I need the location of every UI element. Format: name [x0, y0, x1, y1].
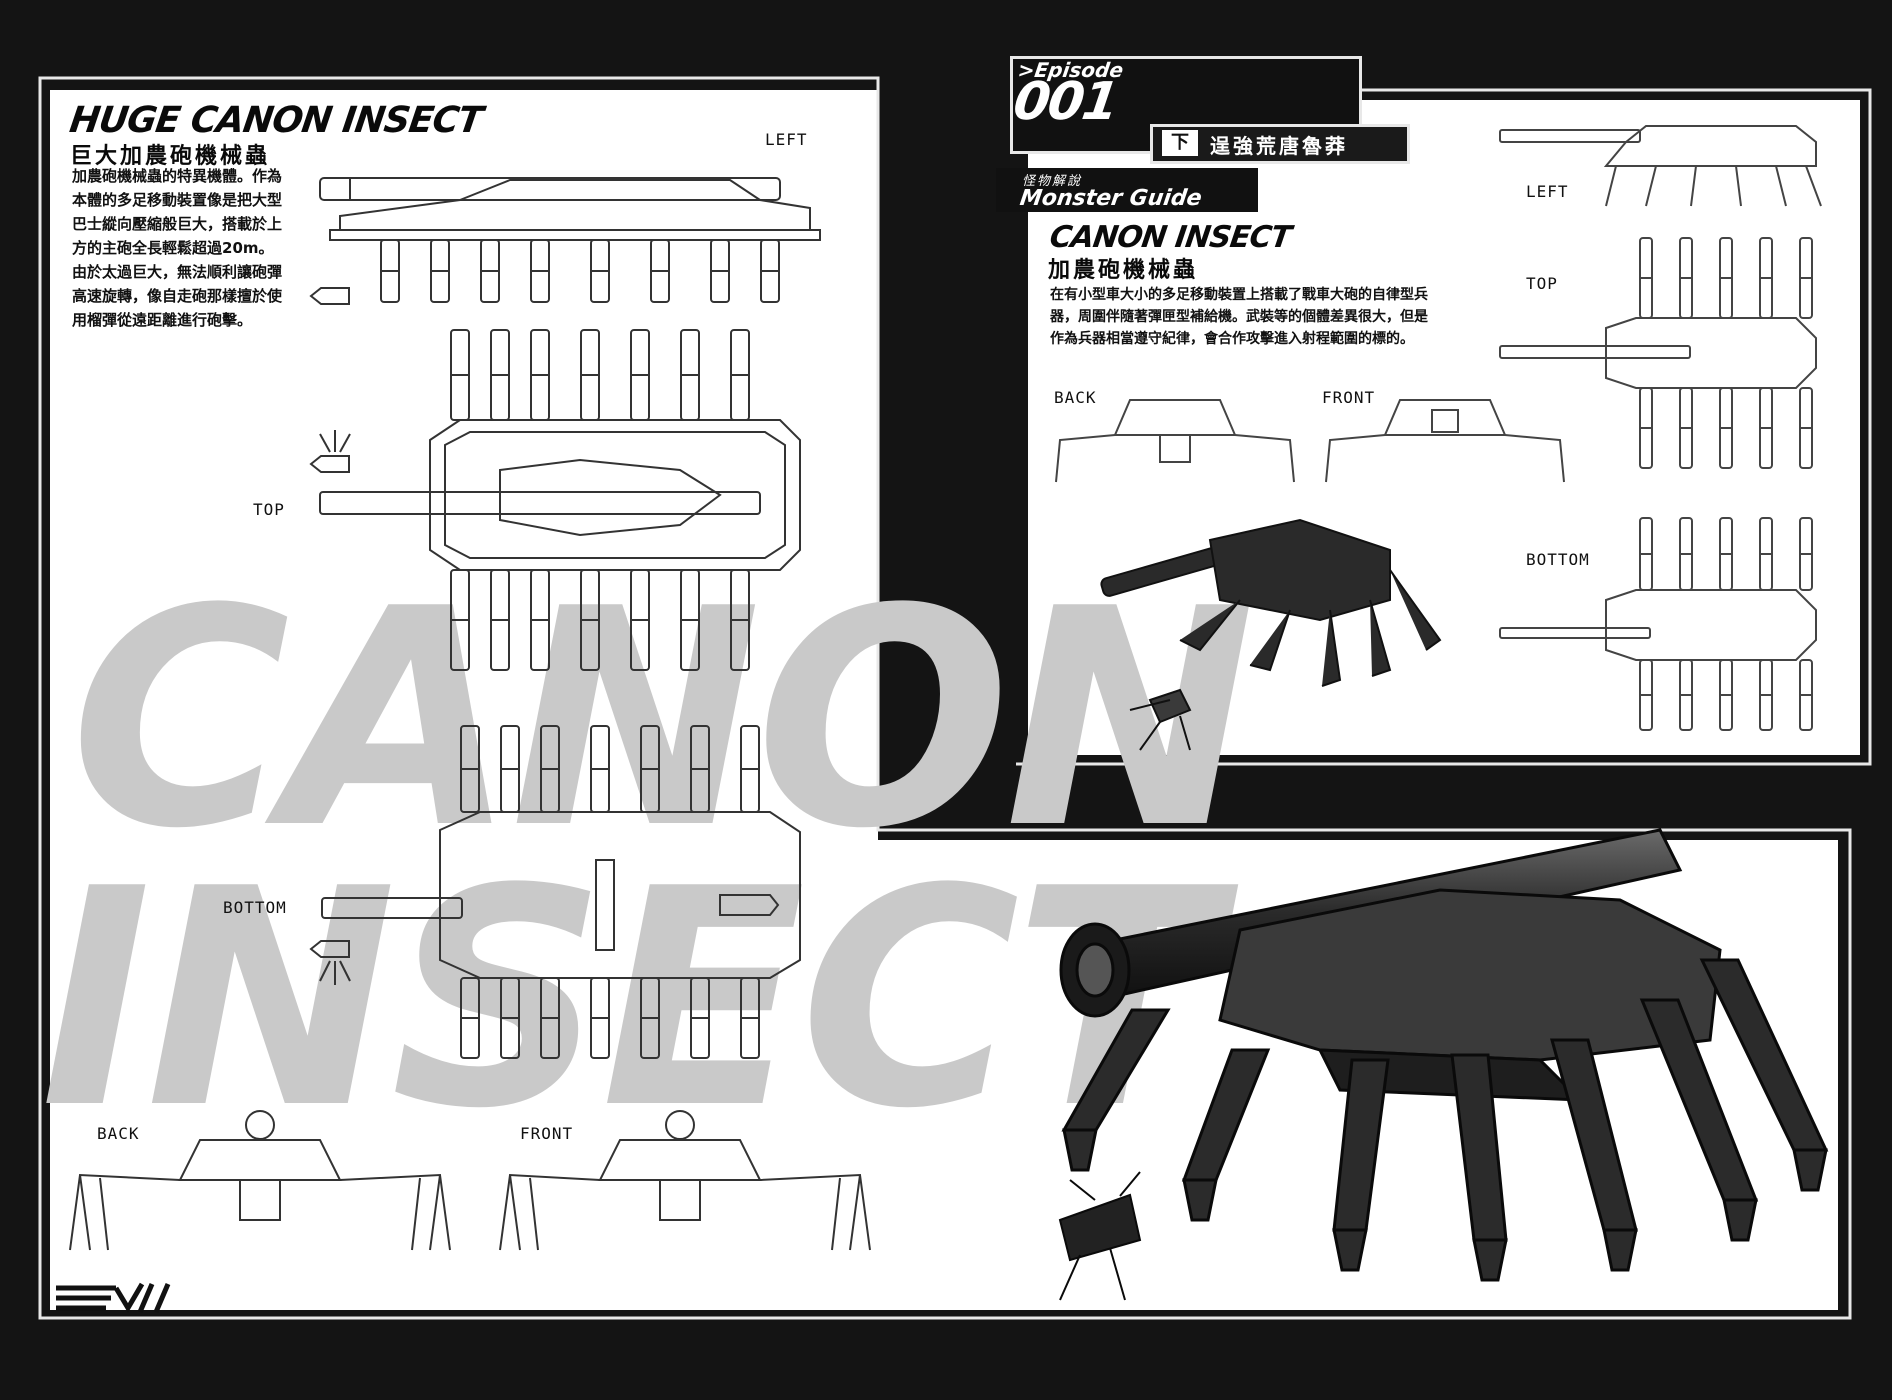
chapter-title: 逞強荒唐魯莽	[1210, 134, 1348, 158]
side-view-drawing	[319, 177, 821, 303]
mg-canon-insect-render	[1100, 518, 1442, 751]
view-label-front: FRONT	[520, 1124, 574, 1143]
monster-guide-label: Monster Guide	[1018, 186, 1204, 211]
shell-drone-icon	[309, 430, 351, 473]
bottom-view-drawing	[321, 725, 801, 1059]
monster-description: 在有小型車大小的多足移動裝置上搭載了戰車大砲的自律型兵器，周圍伴隨著彈匣型補給機…	[1050, 287, 1428, 347]
page-description: 加農砲機械蟲的特異機體。作為本體的多足移動裝置像是把大型巴士縱向壓縮般巨大，搭載…	[72, 167, 283, 329]
top-view-drawing	[319, 329, 801, 671]
mg-view-label-back: BACK	[1054, 388, 1097, 407]
monster-title: CANON INSECT	[1047, 220, 1293, 255]
view-label-back: BACK	[97, 1124, 140, 1143]
mg-top-view-drawing	[1499, 237, 1817, 469]
shell-drone-icon	[309, 940, 351, 985]
view-label-top: TOP	[253, 500, 285, 519]
mg-view-label-front: FRONT	[1322, 388, 1376, 407]
mg-back-view-drawing	[1055, 399, 1295, 483]
mg-front-view-drawing	[1325, 399, 1565, 483]
mg-view-label-bottom: BOTTOM	[1526, 550, 1590, 569]
canon-insect-render	[1058, 828, 1829, 1301]
series-logo-icon	[56, 1282, 171, 1313]
view-label-left: LEFT	[765, 130, 808, 149]
mg-view-label-left: LEFT	[1526, 182, 1569, 201]
front-view-drawing	[499, 1110, 871, 1251]
mg-bottom-view-drawing	[1499, 517, 1817, 731]
monster-guide-banner	[996, 168, 1258, 212]
mg-side-view-drawing	[1499, 125, 1822, 207]
episode-number: 001	[1009, 72, 1121, 132]
monster-subtitle: 加農砲機械蟲	[1048, 258, 1199, 283]
view-label-bottom: BOTTOM	[223, 898, 287, 917]
page-subtitle: 巨大加農砲機械蟲	[70, 144, 271, 169]
chapter-part-badge: 下	[1162, 130, 1198, 156]
left-panel	[50, 90, 878, 1310]
back-view-drawing	[69, 1110, 451, 1251]
shell-drone-icon	[309, 287, 350, 305]
monster-guide-label-cjk: 怪物解說	[1022, 174, 1083, 189]
mg-view-label-top: TOP	[1526, 274, 1558, 293]
page-title: HUGE CANON INSECT	[67, 100, 485, 141]
